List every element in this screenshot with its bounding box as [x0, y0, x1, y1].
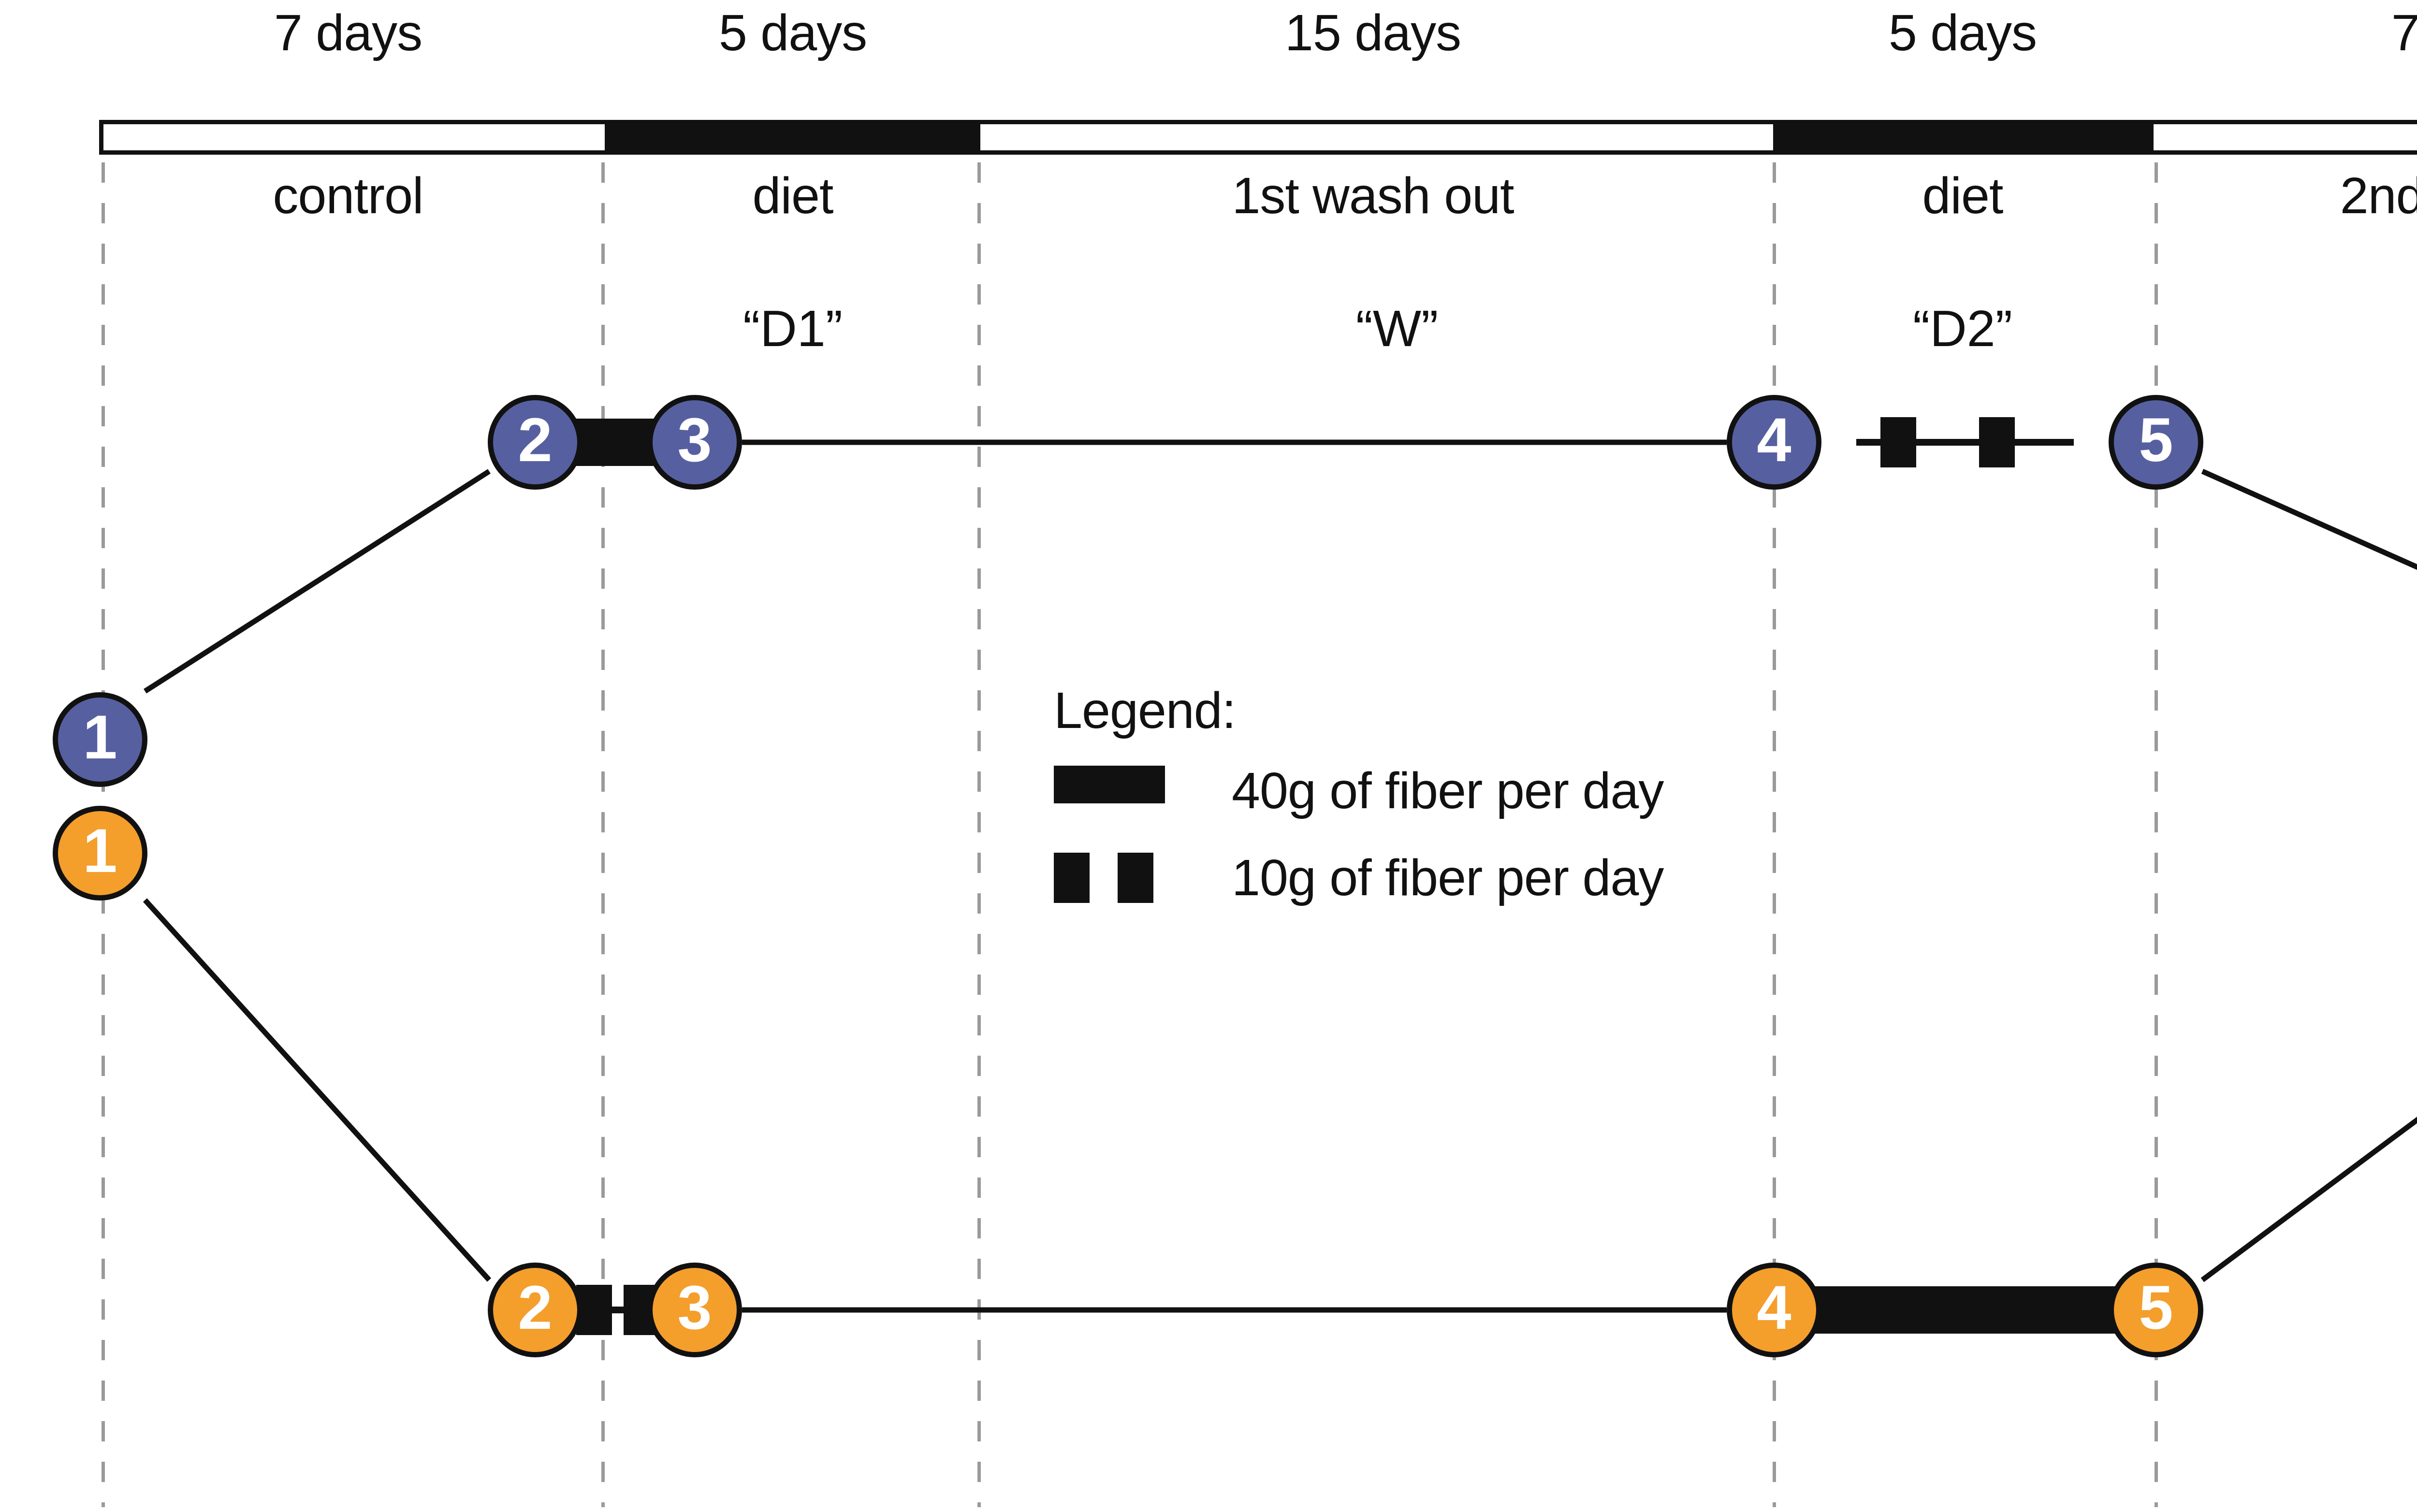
fiber-40-link-orange: [1762, 1286, 2168, 1334]
node-blue-2[interactable]: 2: [488, 395, 582, 490]
node-blue-3[interactable]: 3: [647, 395, 742, 490]
phase-label-diet-1: diet: [752, 167, 834, 224]
node-label: 4: [1757, 406, 1791, 475]
phase-guide-5: [2155, 122, 2158, 1507]
node-blue-4[interactable]: 4: [1727, 395, 1821, 490]
legend-label-10g: 10g of fiber per day: [1232, 849, 1664, 906]
node-orange-3[interactable]: 3: [647, 1263, 742, 1357]
period-code-w: “W”: [1355, 300, 1439, 357]
phase-label-diet-2: diet: [1922, 167, 2004, 224]
legend-swatch-solid-bar-icon: [1054, 766, 1204, 816]
node-orange-1[interactable]: 1: [53, 806, 147, 901]
phase-label-washout-1: 1st wash out: [1232, 167, 1514, 224]
timeline-segment-washout-2: [2154, 124, 2417, 150]
edge-orange-5-6: [2200, 1117, 2417, 1282]
duration-label-diet-1: 5 days: [718, 4, 867, 61]
duration-label-washout-2: 7 days: [2391, 4, 2417, 61]
legend-title: Legend:: [1054, 682, 1236, 739]
timeline-segment-diet-2: [1773, 124, 2154, 150]
node-label: 3: [677, 406, 712, 475]
duration-label-control: 7 days: [274, 4, 422, 61]
legend-swatch-dotted-bar-icon: [1054, 853, 1204, 903]
node-orange-4[interactable]: 4: [1727, 1263, 1821, 1357]
legend-item-40g: 40g of fiber per day: [1054, 755, 1664, 827]
edge-blue-1-2: [144, 469, 491, 694]
node-label: 4: [1757, 1273, 1791, 1342]
node-blue-5[interactable]: 5: [2109, 395, 2203, 490]
edge-orange-1-2: [143, 898, 492, 1282]
timeline-segment-control: [103, 124, 605, 150]
phase-label-control: control: [273, 167, 423, 224]
timeline-bar: [99, 120, 2417, 155]
period-code-d1: “D1”: [743, 300, 843, 357]
node-label: 5: [2139, 1273, 2173, 1342]
fiber-10-square-2: [1979, 417, 2015, 467]
legend-item-10g: 10g of fiber per day: [1054, 842, 1664, 914]
node-orange-5[interactable]: 5: [2109, 1263, 2203, 1357]
timeline-segment-washout-1: [980, 124, 1773, 150]
phase-guide-3: [977, 122, 981, 1507]
legend-label-40g: 40g of fiber per day: [1232, 762, 1664, 819]
phase-guide-2: [601, 122, 605, 1507]
node-blue-1[interactable]: 1: [53, 692, 147, 787]
duration-label-washout-1: 15 days: [1284, 4, 1461, 61]
node-label: 3: [677, 1273, 712, 1342]
node-label: 1: [83, 816, 117, 886]
node-label: 5: [2139, 406, 2173, 475]
node-label: 2: [518, 1273, 553, 1342]
node-label: 1: [83, 703, 117, 772]
duration-label-diet-2: 5 days: [1888, 4, 2037, 61]
legend: Legend: 40g of fiber per day 10g of fibe…: [1054, 682, 1664, 914]
node-label: 2: [518, 406, 553, 475]
phase-label-washout-2: 2nd wash out: [2340, 167, 2417, 224]
edge-blue-5-6: [2201, 468, 2417, 570]
fiber-10-square-1: [1880, 417, 1916, 467]
period-code-d2: “D2”: [1912, 300, 2013, 357]
phase-guide-4: [1773, 122, 1776, 1507]
node-orange-2[interactable]: 2: [488, 1263, 582, 1357]
timeline-segment-diet-1: [604, 124, 981, 150]
fiber-10-link-blue: [1856, 417, 2074, 467]
